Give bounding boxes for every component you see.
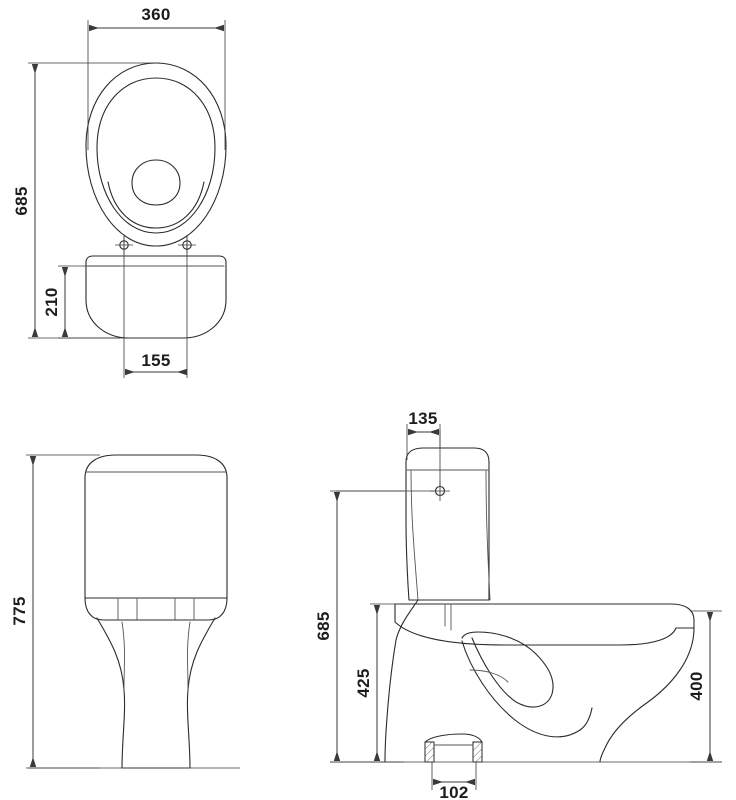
waste-outlet-hatched [424,733,483,763]
seat-outer-oval [85,62,227,247]
dim-775-label: 775 [10,596,29,625]
dim-155-label: 155 [141,351,170,370]
dim-685-plan-label: 685 [12,186,31,215]
pedestal-inner-left [121,621,125,691]
dim-135-label: 135 [408,409,437,428]
flush-hole [131,159,181,206]
dim-135: 135 [406,409,441,460]
cistern-front-body [84,454,228,599]
side-view: 135 685 425 400 [314,409,722,800]
dim-685-plan: 685 [12,62,160,339]
pedestal-foot [96,617,216,769]
plan-view: 360 685 210 155 [12,5,227,378]
dim-360: 360 [87,5,226,150]
bowl-shoulder [84,597,228,621]
dim-102-label: 102 [439,783,468,800]
bowl-trapway-outer [461,640,581,738]
dim-775: 775 [10,454,100,769]
dim-400: 400 [687,610,722,763]
cistern-plan-outline [85,255,227,339]
bowl-left-wall [384,599,419,763]
cistern-outer-taper [485,470,491,601]
seat-profile [394,603,695,629]
dim-400-label: 400 [687,671,706,700]
bowl-rim-arc [107,181,205,229]
bowl-trapway-tail [579,707,593,731]
seat-underside [394,603,677,646]
dim-102: 102 [431,762,477,800]
dim-685-side-label: 685 [314,611,333,640]
dim-210: 210 [42,265,120,339]
dim-210-label: 210 [42,287,61,316]
bowl-outer-profile [599,627,695,763]
dim-425-label: 425 [354,668,373,697]
bowl-trapway-inner [461,631,554,708]
cistern-side-body [405,447,490,601]
dim-425: 425 [354,603,400,763]
seat-inner-oval [96,77,216,234]
front-view: 775 [10,454,240,769]
cistern-inner-taper [410,470,419,601]
dim-685-side: 685 [314,490,404,763]
dim-360-label: 360 [141,5,170,24]
dim-155: 155 [125,351,187,376]
bowl-trapway-rib [469,669,509,683]
pedestal-inner-right [187,621,191,691]
